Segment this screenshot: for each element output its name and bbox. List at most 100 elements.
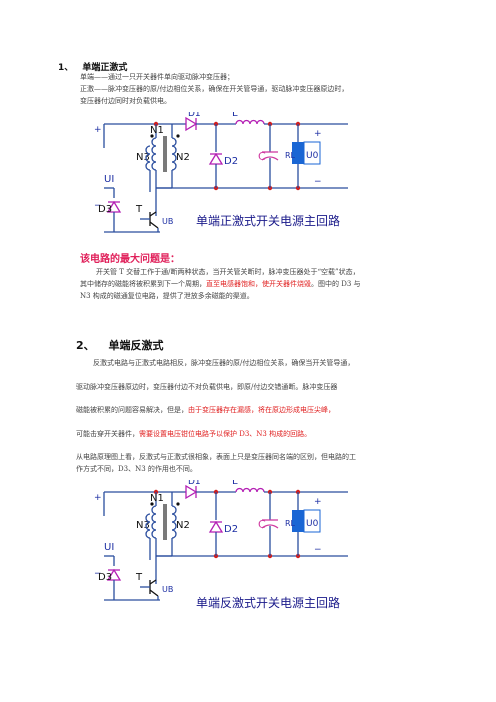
dot-n1 xyxy=(150,502,154,506)
dot-n2 xyxy=(176,502,180,506)
label-l: L xyxy=(232,112,238,119)
dot-n1 xyxy=(150,134,154,138)
label-plus: + xyxy=(94,125,102,135)
n1-coil xyxy=(151,505,157,515)
label-minus: − xyxy=(314,545,322,555)
para-line2-text: 其中储存的磁能将被积累到下一个周期， xyxy=(80,280,206,288)
label-ui: UI xyxy=(104,174,114,185)
section1-problem-heading: 该电路的最大问题是： xyxy=(80,254,180,265)
n1-coil xyxy=(151,153,157,163)
section1-line1: 单端——通过一只开关器件单向驱动脉冲变压器； xyxy=(80,73,234,81)
section2-circuit-title: 单端反激式开关电源主回路 xyxy=(196,596,341,610)
line4-highlight: 需要设置电压钳位电路予以保护 D3、N3 构成的回路。 xyxy=(139,430,312,438)
label-c: C xyxy=(258,150,266,163)
section1-line2: 正激——脉冲变压器的原/付边相位关系，确保在开关管导通，驱动脉冲变压器原边时， xyxy=(80,85,349,93)
inductor-coil xyxy=(242,119,251,125)
t-collector-leg xyxy=(149,579,157,585)
u0-box xyxy=(303,509,321,533)
para-line2-text-end: 。图中的 D3 与 xyxy=(311,280,361,288)
section2-line4: 可能击穿开关器件，需要设置电压钳位电路予以保护 D3、N3 构成的回路。 xyxy=(76,428,311,440)
d2-diode-icon xyxy=(208,152,224,165)
d1-diode-icon xyxy=(185,484,198,500)
junction-node xyxy=(267,185,273,191)
label-n2: N2 xyxy=(176,520,190,531)
label-n3: N3 xyxy=(136,520,150,531)
label-minus: − xyxy=(94,201,102,211)
label-rl: RL xyxy=(285,519,296,528)
line4-text: 可能击穿开关器件， xyxy=(76,430,139,438)
section2-line5: 从电路原理图上看，反激式与正激式很相象，表面上只是变压器同名端的区别，但电路的工 xyxy=(76,453,356,461)
n3-coil xyxy=(145,161,151,171)
inductor-coil xyxy=(235,487,244,493)
label-ub: UB xyxy=(162,585,173,594)
section1-heading: 1、 单端正激式 xyxy=(58,60,127,73)
section1-circuit-title: 单端正激式开关电源主回路 xyxy=(196,214,341,228)
t-emitter-leg xyxy=(149,221,159,229)
inductor-coil xyxy=(256,487,265,493)
label-rl: RL xyxy=(285,151,296,160)
label-d1: D1 xyxy=(188,480,201,487)
junction-node xyxy=(213,185,219,191)
inductor-coil xyxy=(256,119,265,125)
section1-line3: 变压器付边同时对负载供电。 xyxy=(80,97,171,105)
label-u0: U0 xyxy=(306,151,319,161)
n1-coil xyxy=(151,161,157,171)
label-plus: + xyxy=(314,497,322,507)
u0-box xyxy=(303,141,321,165)
d1-diode-icon xyxy=(185,116,198,132)
section2-line3: 磁能被积累的问题容易解决，但是，由于变压器存在漏感，将在原边形成电压尖峰， xyxy=(76,404,335,416)
c-plate-bottom xyxy=(261,156,279,161)
label-d2: D2 xyxy=(224,524,238,535)
n2-coil xyxy=(171,161,177,171)
t-collector-leg xyxy=(149,211,157,217)
inductor-coil xyxy=(235,119,244,125)
section2-line2: 驱动脉冲变压器原边时，变压器付边不对负载供电，即原/付边交错通断。脉冲变压器 xyxy=(76,383,338,391)
section1-para-line3: N3 构成的磁通复位电路，提供了泄放多余磁能的渠道。 xyxy=(80,292,254,300)
label-plus: + xyxy=(314,129,322,139)
line3-highlight: 由于变压器存在漏感，将在原边形成电压尖峰， xyxy=(188,406,335,414)
n2-coil xyxy=(171,137,177,147)
inductor-coil xyxy=(242,487,251,493)
rl-resistor-icon xyxy=(292,510,304,532)
n3-coil xyxy=(145,529,151,539)
n1-coil xyxy=(151,513,157,523)
section2-line6: 作方式不同，D3、N3 的作用也不同。 xyxy=(76,465,197,473)
n1-coil xyxy=(151,521,157,531)
t-emitter-leg xyxy=(149,589,159,597)
label-l: L xyxy=(232,480,238,487)
n2-coil xyxy=(171,529,177,539)
n1-coil xyxy=(151,137,157,147)
para-line2-highlight: 直至电感器饱和，使开关器件烧毁 xyxy=(206,280,311,288)
label-c: C xyxy=(258,518,266,531)
section1-para-line2: 其中储存的磁能将被积累到下一个周期，直至电感器饱和，使开关器件烧毁。图中的 D3… xyxy=(80,278,361,290)
label-u0: U0 xyxy=(306,519,319,529)
label-ui: UI xyxy=(104,542,114,553)
label-t: T xyxy=(135,204,143,215)
dot-n2 xyxy=(176,134,180,138)
section1-number: 1、 xyxy=(58,63,74,73)
section2-number: 2、 xyxy=(76,339,95,352)
rl-resistor-icon xyxy=(292,142,304,164)
n2-coil xyxy=(171,505,177,515)
line3-text: 磁能被积累的问题容易解决，但是， xyxy=(76,406,188,414)
d2-diode-icon xyxy=(208,520,224,533)
section2-heading: 2、 单端反激式 xyxy=(76,337,164,353)
label-d2: D2 xyxy=(224,156,238,167)
label-minus: − xyxy=(314,177,322,187)
label-d3: D3 xyxy=(98,204,112,215)
inductor-coil xyxy=(249,487,258,493)
label-n3: N3 xyxy=(136,152,150,163)
label-plus: + xyxy=(94,493,102,503)
label-d1: D1 xyxy=(188,112,201,119)
n1-coil xyxy=(151,145,157,155)
label-minus: − xyxy=(94,569,102,579)
section1-title: 单端正激式 xyxy=(82,63,128,73)
section2-title: 单端反激式 xyxy=(108,339,164,352)
label-n1: N1 xyxy=(150,493,164,504)
label-n1: N1 xyxy=(150,125,164,136)
section2-line1: 反激式电路与正激式电路相反，脉冲变压器的原/付边相位关系，确保当开关管导通， xyxy=(93,359,355,367)
label-d3: D3 xyxy=(98,572,112,583)
c-plate-bottom xyxy=(261,524,279,529)
